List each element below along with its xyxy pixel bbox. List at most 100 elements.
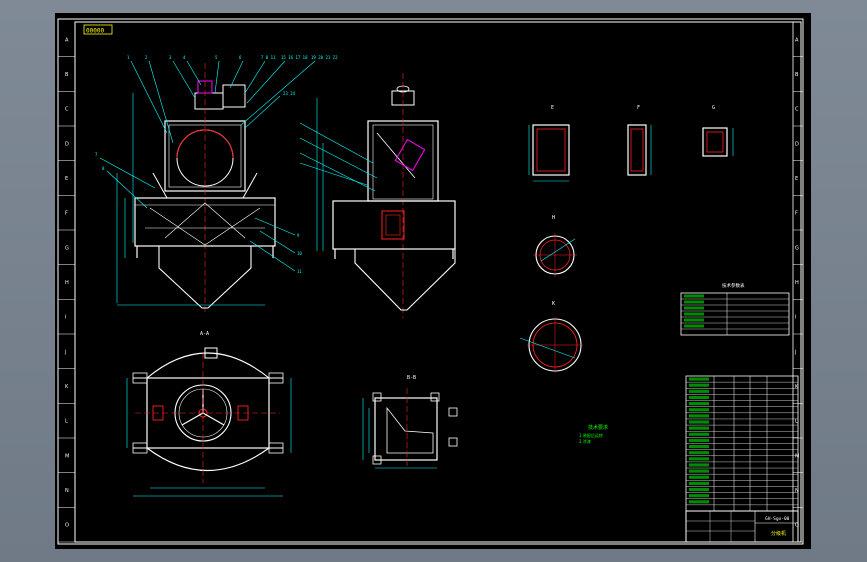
ruler-letter: A	[795, 37, 799, 43]
parts-list	[685, 375, 799, 512]
table-cell-text	[689, 445, 709, 449]
ruler-letter: C	[795, 107, 799, 113]
table-cell-text	[689, 395, 709, 400]
ruler-letter: O	[65, 523, 69, 529]
ruler-letter: H	[795, 280, 799, 286]
table-cell-text	[684, 306, 704, 310]
inner-border	[74, 21, 802, 543]
table-cell-text	[684, 312, 704, 316]
table-cell-text	[689, 457, 709, 461]
table-cell-text	[684, 318, 704, 322]
ruler-letter: I	[795, 315, 796, 321]
table-cell-text	[689, 481, 709, 485]
note-line-2: 2.涂漆	[579, 438, 591, 444]
ruler-letter: G	[795, 245, 799, 251]
table-cell-text	[684, 324, 704, 328]
ruler-letter: O	[795, 523, 799, 529]
table-cell-text	[689, 402, 709, 406]
table-cell-text	[689, 494, 709, 498]
svg-text:19 20 21 22: 19 20 21 22	[311, 55, 338, 60]
section-h-label: H	[552, 215, 555, 221]
table-cell-text	[689, 487, 709, 492]
parameter-table: 技术参数表	[680, 282, 790, 336]
section-views: E F G H K	[519, 105, 734, 373]
ruler-letter: N	[65, 488, 69, 494]
table-cell-text	[689, 438, 709, 442]
table-cell-text	[689, 469, 709, 473]
ruler-letter: K	[65, 384, 69, 390]
sheet-tag: 00000	[86, 28, 104, 35]
ruler-letter: H	[65, 280, 69, 286]
ruler-letter: C	[65, 107, 69, 113]
cad-drawing: A B C D E F G H I J K L M N O A B C D E F G H I J K L M N O 00000	[57, 18, 804, 545]
section-e-label: E	[551, 105, 554, 111]
table-cell-text	[689, 463, 709, 467]
sheet-tag-box	[83, 24, 113, 35]
detail-view: B-B	[362, 375, 458, 469]
param-table-title: 技术参数表	[722, 282, 745, 289]
ruler-letter: E	[65, 176, 68, 182]
table-cell-text	[689, 389, 709, 393]
ruler-letter: I	[65, 315, 66, 321]
ruler-letter: B	[795, 72, 799, 78]
side-view	[299, 73, 456, 318]
table-cell-text	[689, 420, 709, 424]
ruler-letter: B	[65, 72, 69, 78]
ruler-letter: D	[795, 141, 799, 147]
section-f-label: F	[637, 105, 640, 111]
table-cell-text	[689, 383, 709, 387]
svg-text:23 24: 23 24	[283, 91, 296, 96]
ruler-letter: F	[795, 211, 798, 217]
svg-text:7 8 11: 7 8 11	[261, 55, 276, 60]
table-cell-text	[689, 432, 709, 436]
svg-text:15 16 17 18: 15 16 17 18	[281, 55, 308, 60]
table-cell-text	[689, 475, 709, 479]
svg-text:7: 7	[95, 152, 98, 157]
ruler-letter: M	[795, 453, 799, 459]
ruler-letter: M	[65, 453, 69, 459]
plan-view: A-A	[126, 331, 292, 497]
table-cell-text	[689, 426, 709, 430]
table-cell-text	[684, 300, 704, 304]
drawing-name: 分级机	[771, 530, 786, 537]
svg-text:2: 2	[145, 55, 148, 60]
ruler-letter: F	[65, 211, 68, 217]
table-cell-text	[684, 294, 704, 298]
svg-text:9: 9	[297, 233, 300, 238]
outer-border	[57, 18, 804, 545]
drawing-number: GH-Sgo-00	[765, 516, 790, 522]
svg-text:4: 4	[183, 55, 186, 60]
ruler-letter: A	[65, 37, 69, 43]
table-cell-text	[689, 377, 709, 381]
svg-text:11: 11	[297, 269, 302, 274]
plan-view-label: A-A	[200, 331, 209, 337]
section-g-label: G	[712, 105, 715, 111]
svg-text:10: 10	[297, 251, 302, 256]
ruler-letter: J	[64, 349, 66, 355]
tech-title: 技术要求	[588, 424, 608, 431]
drawing-canvas[interactable]: A B C D E F G H I J K L M N O A B C D E F G H I J K L M N O 00000	[55, 13, 811, 549]
svg-text:6: 6	[239, 55, 242, 60]
ruler-letter: K	[795, 384, 799, 390]
table-cell-text	[689, 500, 709, 504]
svg-text:3: 3	[169, 55, 172, 60]
ruler-letter: L	[795, 419, 798, 425]
ruler-letter: G	[65, 245, 69, 251]
section-k-label: K	[552, 301, 555, 307]
detail-view-label: B-B	[407, 375, 416, 381]
svg-text:1: 1	[127, 55, 130, 60]
ruler-letter: L	[65, 419, 68, 425]
table-cell-text	[689, 451, 709, 455]
title-block: GH-Sgo-00 分级机	[685, 510, 799, 543]
note-line-1: 1.装配后运转	[579, 432, 603, 438]
table-cell-text	[689, 414, 709, 418]
left-ruler: A B C D E F G H I J K L M N O	[58, 37, 75, 543]
table-cell-text	[689, 408, 709, 412]
ruler-letter: E	[795, 176, 798, 182]
ruler-letter: D	[65, 141, 69, 147]
ruler-letter: J	[794, 349, 796, 355]
ruler-letter: N	[795, 488, 799, 494]
technical-notes: 技术要求 1.装配后运转 2.涂漆	[579, 424, 608, 444]
svg-text:8: 8	[102, 166, 105, 171]
